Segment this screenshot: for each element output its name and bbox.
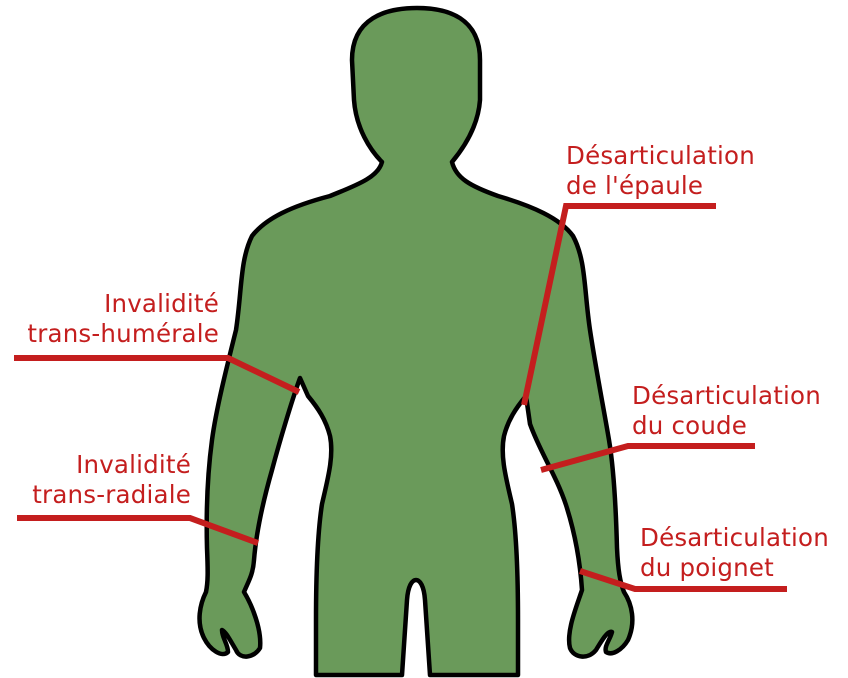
- shoulder-label-line2: de l'épaule: [566, 171, 703, 200]
- wrist-label-line1: Désarticulation: [640, 523, 829, 552]
- human-body-silhouette: [200, 8, 633, 675]
- elbow-label-line1: Désarticulation: [632, 381, 821, 410]
- elbow-label-line2: du coude: [632, 411, 747, 440]
- shoulder-label-line1: Désarticulation: [566, 141, 755, 170]
- trans-humeral-label-line2: trans-humérale: [27, 319, 219, 348]
- trans-radial-label-line2: trans-radiale: [32, 480, 191, 509]
- trans-radial-label-line1: Invalidité: [76, 450, 191, 479]
- wrist-label-line2: du poignet: [640, 553, 774, 582]
- trans-humeral-label-line1: Invalidité: [104, 289, 219, 318]
